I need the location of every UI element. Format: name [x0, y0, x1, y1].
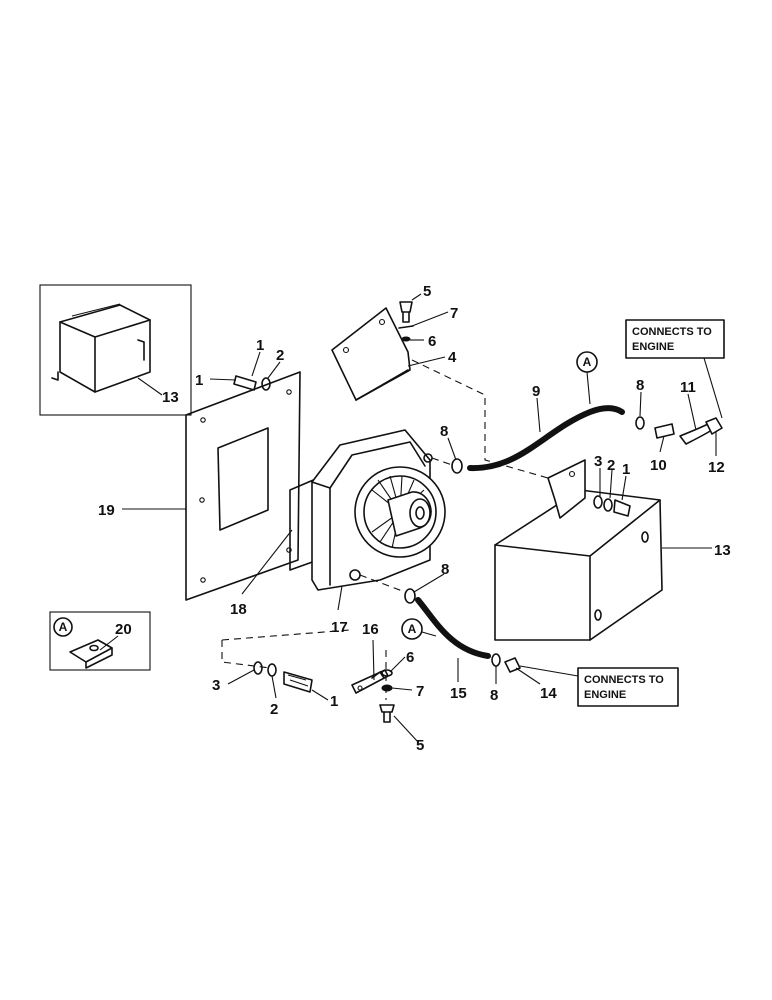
- callout-9: 9: [532, 383, 540, 400]
- callout-15: 15: [450, 685, 467, 702]
- callout-6-top: 6: [428, 333, 436, 350]
- leader-lines: [99, 293, 717, 743]
- inset-detail-box: [39, 284, 192, 416]
- callout-labels: 1 1 2 5 7 6 4 9 8 11 10 12 8 3 2 1 13 13…: [98, 283, 731, 754]
- box-bracket: [547, 459, 586, 519]
- callout-2-bottom: 2: [270, 701, 278, 718]
- upper-hardware: [398, 301, 414, 342]
- callout-2-left: 2: [276, 347, 284, 364]
- upper-hose: [467, 405, 625, 472]
- heater-box: [494, 489, 663, 641]
- detail-box-20: A: [49, 611, 151, 671]
- svg-text:CONNECTS TO: CONNECTS TO: [584, 674, 664, 686]
- upper-fittings: [654, 417, 723, 445]
- svg-text:ENGINE: ENGINE: [584, 689, 626, 701]
- callout-3-bottom: 3: [212, 677, 220, 694]
- bottom-hardware: [253, 661, 313, 693]
- callout-20: 20: [115, 621, 132, 638]
- callout-17: 17: [331, 619, 348, 636]
- left-hardware: [233, 375, 271, 391]
- callout-7-top: 7: [450, 305, 458, 322]
- callout-2-right: 2: [607, 457, 615, 474]
- callout-19: 19: [98, 502, 115, 519]
- callout-3-right: 3: [594, 453, 602, 470]
- callout-4: 4: [448, 349, 457, 366]
- callout-11: 11: [680, 379, 696, 396]
- upper-hose-clamp-left: [451, 458, 463, 474]
- callout-13-inset: 13: [162, 389, 179, 406]
- callout-1-bottom: 1: [330, 693, 338, 710]
- callout-16: 16: [362, 621, 379, 638]
- callout-1-left: 1: [195, 372, 203, 389]
- detail-marker-letter: A: [59, 620, 68, 634]
- svg-text:CONNECTS TO: CONNECTS TO: [632, 326, 712, 338]
- mounting-plate: [185, 371, 301, 601]
- upper-bracket: [331, 307, 411, 401]
- right-hardware: [593, 495, 631, 517]
- callout-5-top: 5: [423, 283, 431, 300]
- callout-1-right: 1: [622, 461, 630, 478]
- lower-hose-clamp-left: [404, 588, 416, 604]
- lower-hose-clamp-right: [491, 653, 501, 667]
- callout-8-right: 8: [636, 377, 644, 394]
- callout-12: 12: [708, 459, 725, 476]
- callout-14: 14: [540, 685, 557, 702]
- svg-text:A: A: [583, 355, 592, 369]
- callout-8-mid: 8: [440, 423, 448, 440]
- callout-10: 10: [650, 457, 667, 474]
- svg-text:A: A: [408, 622, 417, 636]
- callout-8-bottom: 8: [490, 687, 498, 704]
- callout-6-bottom: 6: [406, 649, 414, 666]
- callout-5-bottom: 5: [416, 737, 424, 754]
- note-connects-bottom: CONNECTS TO ENGINE: [577, 667, 679, 707]
- upper-hose-clamp-right: [635, 416, 645, 430]
- circle-a-upper: A: [576, 351, 598, 373]
- lower-fitting: [504, 657, 521, 673]
- callout-7-bottom: 7: [416, 683, 424, 700]
- heater-core-housing: [311, 429, 446, 591]
- callout-1-left-top: 1: [256, 337, 264, 354]
- circle-a-lower: A: [401, 618, 423, 640]
- svg-text:ENGINE: ENGINE: [632, 341, 674, 353]
- callout-13: 13: [714, 542, 731, 559]
- lower-hose: [415, 597, 491, 659]
- callout-8-lower: 8: [441, 561, 449, 578]
- lower-hardware: [379, 669, 395, 723]
- note-connects-top: CONNECTS TO ENGINE: [625, 319, 725, 359]
- callout-18: 18: [230, 601, 247, 618]
